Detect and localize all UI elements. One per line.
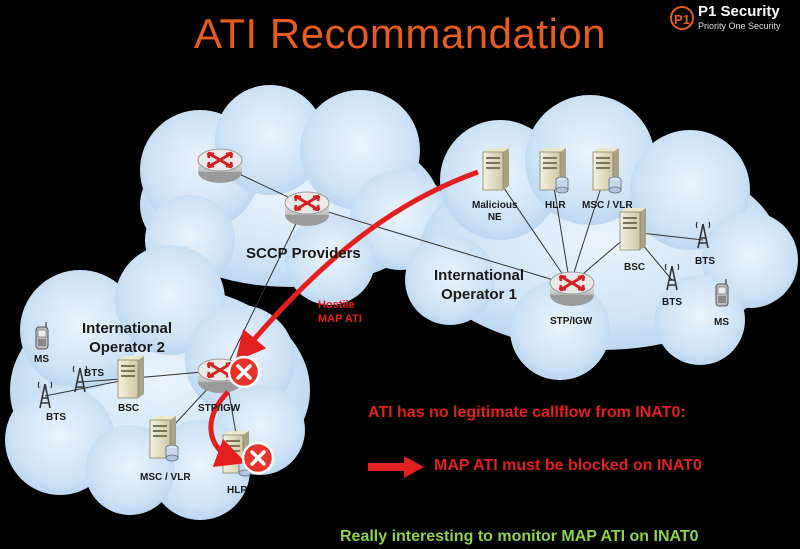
label-op2-bts-2: BTS: [46, 412, 66, 423]
label-op2-hlr: HLR: [227, 485, 248, 496]
label-op1-ms: MS: [714, 317, 729, 328]
hostile-ati-arrow: [235, 169, 479, 362]
message-monitor-recommendation: Really interesting to monitor MAP ATI on…: [340, 528, 699, 545]
hostile-map-ati-label: Hostile MAP ATI: [318, 299, 362, 325]
label-op1-bts-2: BTS: [662, 297, 682, 308]
op1-stp-igw-router-icon: [548, 270, 596, 308]
cloud-label-operator-2: International Operator 2: [82, 320, 173, 356]
slide-title: ATI Recommandation: [193, 10, 607, 57]
op2-bsc-server-icon: [117, 355, 145, 399]
label-op1-stp-igw: STP/IGW: [550, 316, 593, 327]
label-op2-msc-vlr: MSC / VLR: [140, 472, 191, 483]
label-op1-bsc: BSC: [624, 262, 646, 273]
label-op2-bts-1: BTS: [84, 368, 104, 379]
logo-mark: P1: [670, 6, 694, 30]
label-op1-bts-1: BTS: [695, 256, 715, 267]
cloud-operator-1: [405, 95, 798, 380]
op1-hlr-server-icon: [540, 148, 568, 193]
sccp-router-top-icon: [196, 147, 244, 185]
label-op2-ms: MS: [34, 354, 49, 365]
op2-msc-vlr-server-icon: [150, 416, 178, 461]
blocked-icon-stp: [227, 355, 261, 389]
malicious-ne-server-icon: [482, 147, 510, 191]
label-op1-hlr: HLR: [545, 200, 566, 211]
logo-tagline: Priority One Security: [698, 21, 781, 31]
message-must-be-blocked: MAP ATI must be blocked on INAT0: [434, 457, 702, 474]
label-op2-bsc: BSC: [118, 403, 140, 414]
hostile-ati-arrow-to-hlr: [208, 390, 247, 467]
company-logo: P1 P1 Security Priority One Security: [668, 2, 800, 36]
cloud-label-sccp-providers: SCCP Providers: [246, 245, 361, 262]
label-malicious-ne: Malicious NE: [472, 200, 518, 223]
label-op2-stp-igw: STP/IGW: [198, 403, 241, 414]
blocked-icon-hlr: [241, 441, 275, 475]
op1-msc-vlr-server-icon: [593, 148, 621, 193]
op1-bsc-server-icon: [619, 207, 647, 251]
label-op1-msc-vlr: MSC / VLR: [582, 200, 633, 211]
cloud-label-operator-1: International Operator 1: [434, 267, 525, 303]
logo-name: P1 Security: [698, 3, 780, 20]
sccp-router-main-icon: [283, 190, 331, 228]
message-no-legitimate-callflow: ATI has no legitimate callflow from INAT…: [368, 404, 686, 421]
red-arrow-icon: [368, 456, 424, 478]
